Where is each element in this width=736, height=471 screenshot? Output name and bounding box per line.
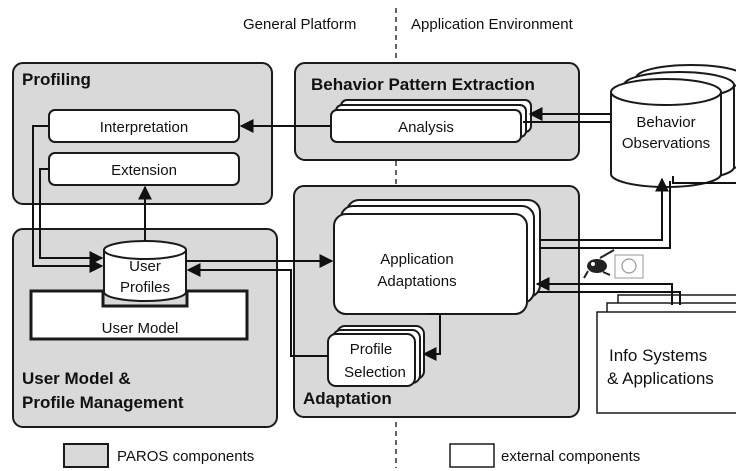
behavior-observations-label-line1: Behavior xyxy=(636,114,695,131)
robot-gear-icon xyxy=(583,249,644,279)
extension-label: Extension xyxy=(111,162,177,179)
user-profiles-label-line1: User xyxy=(129,258,161,275)
user-model-title-line2: Profile Management xyxy=(22,393,184,412)
user-model-label: User Model xyxy=(102,320,179,337)
behavior-observations-label-line2: Observations xyxy=(622,135,710,152)
profiling-title: Profiling xyxy=(22,70,91,89)
analysis-label: Analysis xyxy=(398,119,454,136)
arrow-adaptations-to-selection xyxy=(422,313,441,361)
behavior-pattern-extraction-title: Behavior Pattern Extraction xyxy=(311,75,535,94)
profile-selection-box xyxy=(327,333,416,387)
arrow-adaptations-to-observations-a xyxy=(540,177,669,241)
legend-paros-label: PAROS components xyxy=(117,448,254,465)
info-systems-label-line1: Info Systems xyxy=(609,346,707,365)
application-adaptations-label-line1: Application xyxy=(380,251,453,268)
legend-external-swatch xyxy=(449,443,495,468)
profile-selection-label-line2: Selection xyxy=(344,364,406,381)
general-platform-label: General Platform xyxy=(243,16,356,33)
legend-external-label: external components xyxy=(501,448,640,465)
application-environment-label: Application Environment xyxy=(411,16,574,33)
arrow-selection-to-profiles xyxy=(186,263,328,357)
user-profiles-db xyxy=(103,240,187,302)
connector-external-to-observations xyxy=(672,176,736,184)
legend-paros-swatch xyxy=(63,443,109,468)
arrow-info-systems-to-adaptations-a xyxy=(535,277,673,305)
info-systems-label-line2: & Applications xyxy=(607,369,714,388)
adaptation-title: Adaptation xyxy=(303,389,392,408)
user-model-title-line1: User Model & xyxy=(22,369,131,388)
user-profiles-label-line2: Profiles xyxy=(120,279,170,296)
interpretation-label: Interpretation xyxy=(100,119,188,136)
arrow-extension-to-profiles xyxy=(39,168,104,265)
profile-selection-label-line1: Profile xyxy=(350,341,393,358)
arrow-interpretation-to-profiles xyxy=(32,125,104,273)
arrow-adaptations-to-observations-b xyxy=(540,181,671,249)
behavior-observations-db xyxy=(610,64,736,188)
application-adaptations-label-line2: Adaptations xyxy=(377,273,456,290)
info-systems-box xyxy=(596,311,736,414)
arrow-info-systems-to-adaptations-b xyxy=(537,291,681,305)
